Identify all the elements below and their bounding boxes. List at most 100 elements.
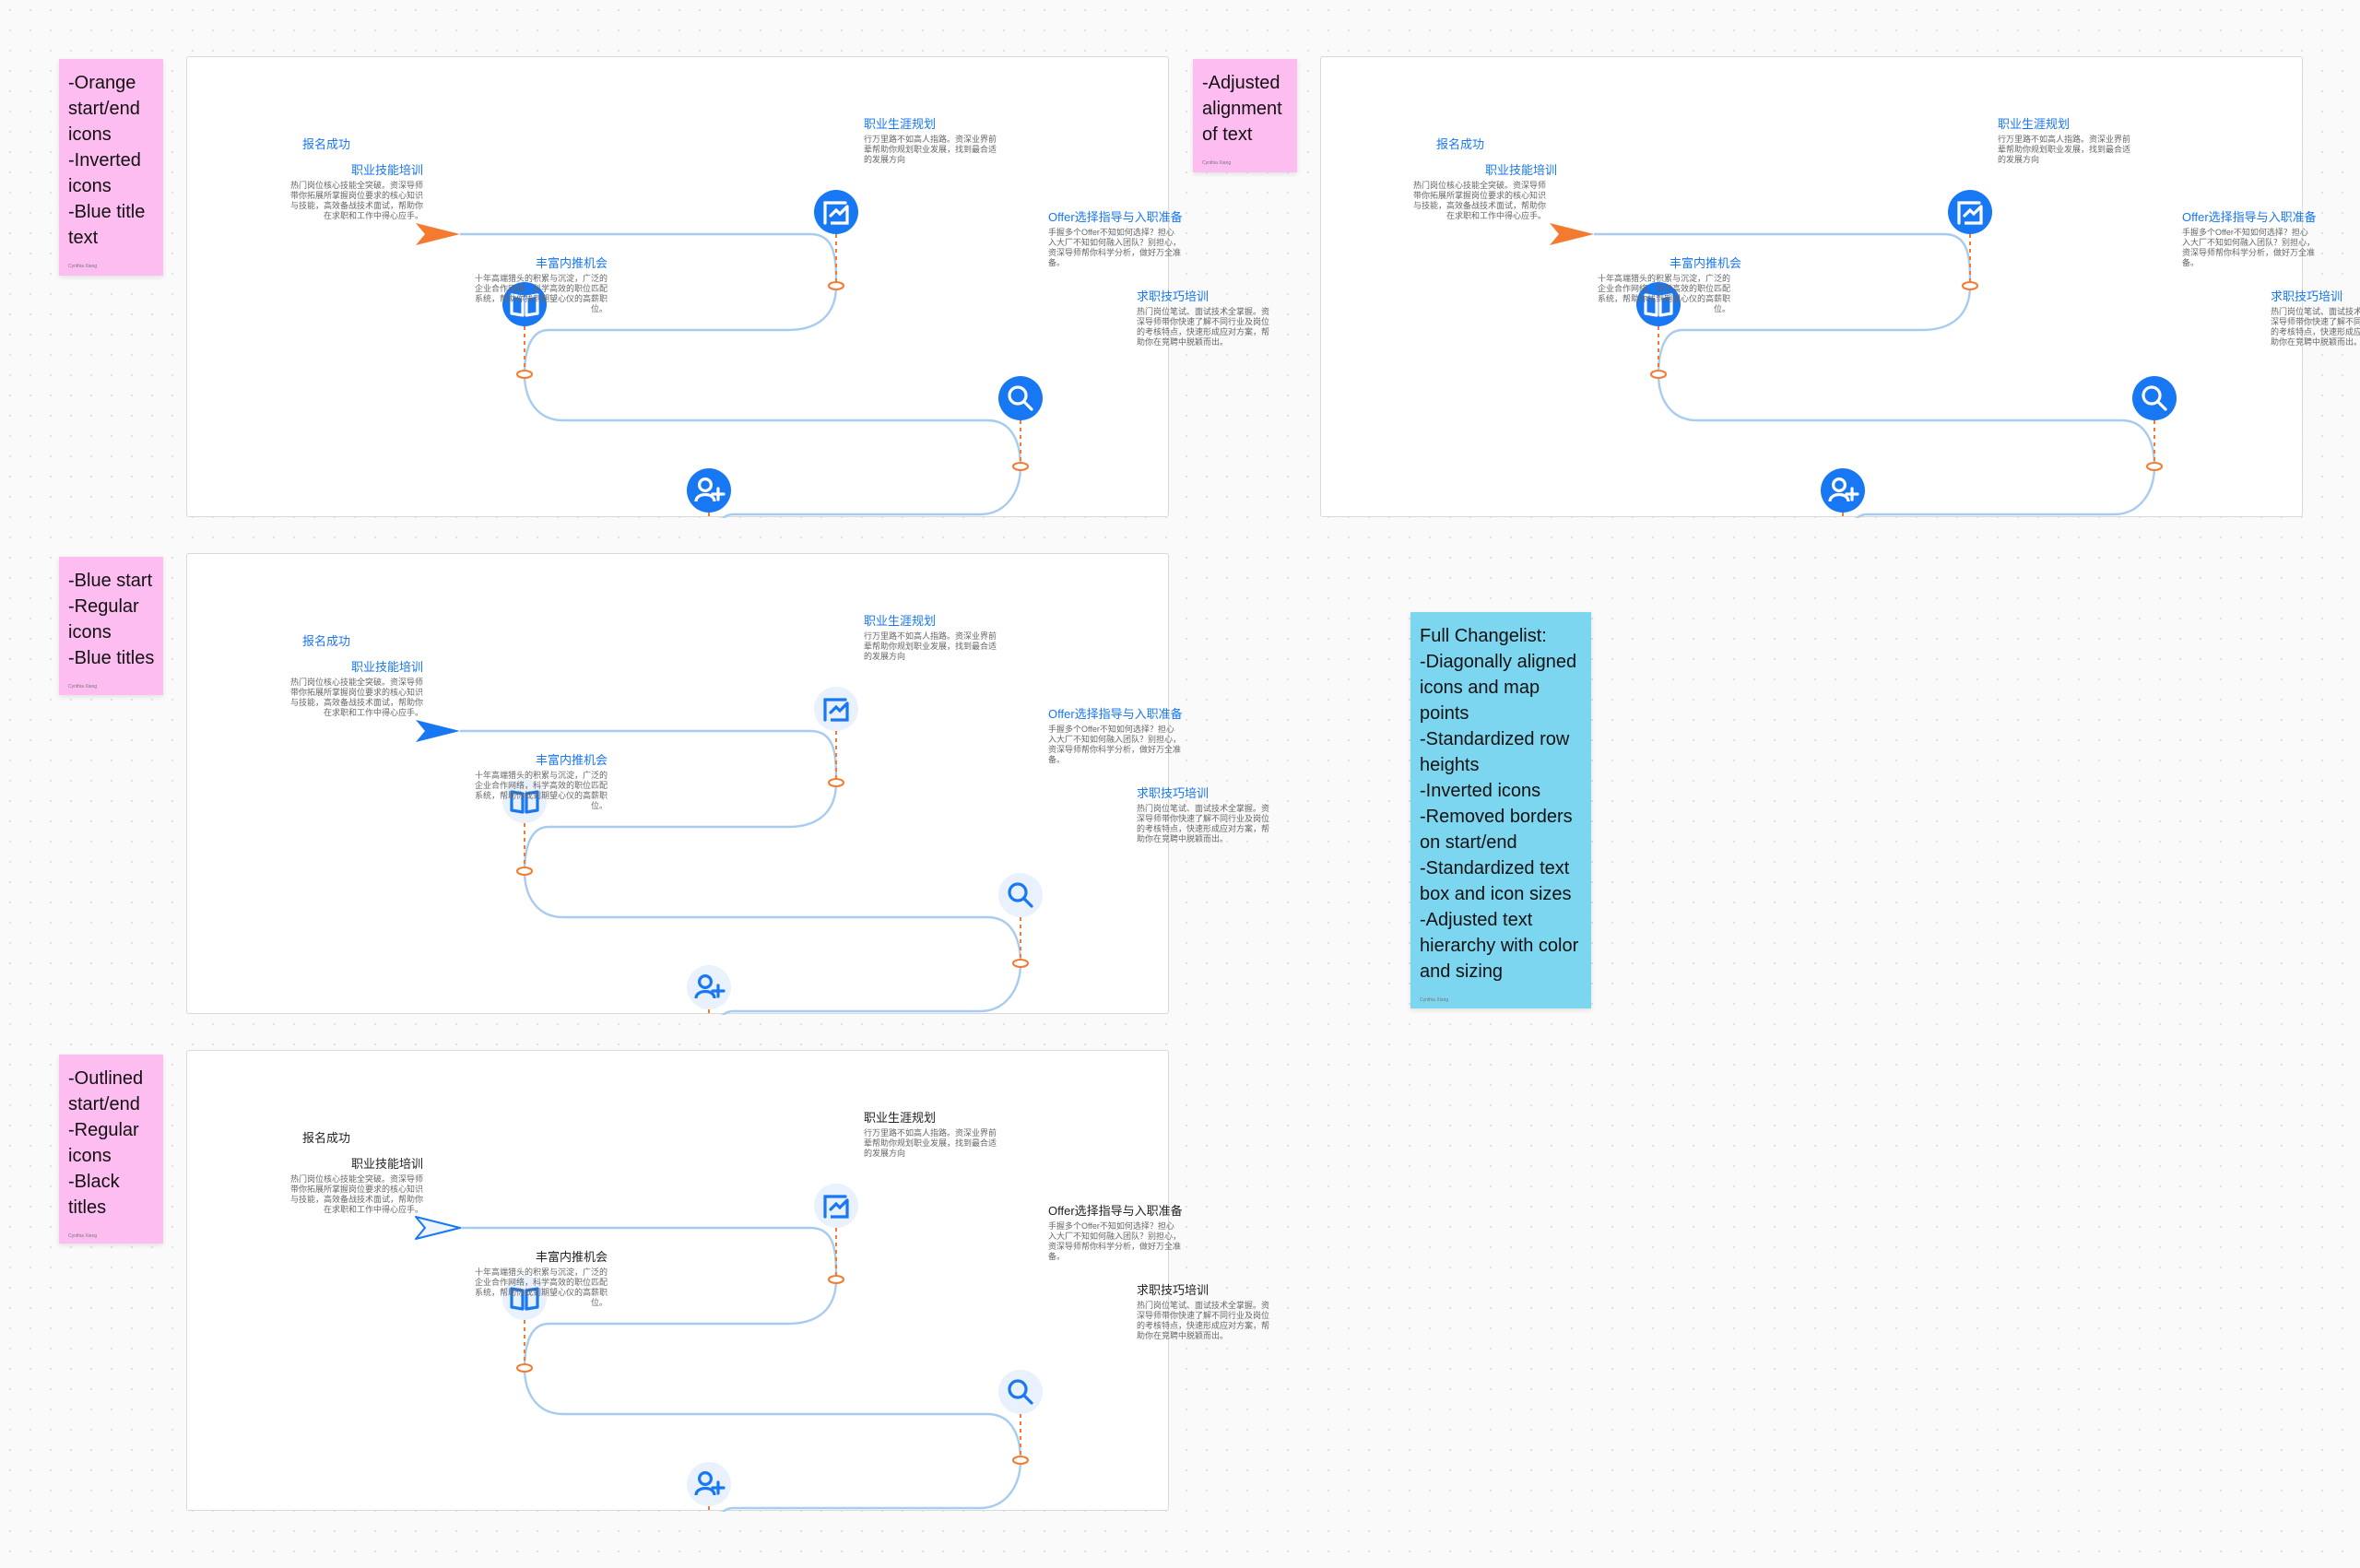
step-description: 热门岗位笔试、面试技术全掌握。资深导师带你快速了解不同行业及岗位的考核特点，快速… [1137, 307, 1270, 347]
step-description: 热门岗位笔试、面试技术全掌握。资深导师带你快速了解不同行业及岗位的考核特点，快速… [2271, 307, 2360, 347]
chart-edit-icon [1948, 190, 1992, 234]
roadmap-path [460, 232, 1022, 518]
roadmap-diagram [416, 687, 1043, 1015]
sticky-note-variant-4[interactable]: -Outlined start/end -Regular icons -Black tit… [59, 1055, 163, 1244]
note-author: Cynthia Xiang [68, 684, 98, 690]
step-title: 职业生涯规划 [864, 117, 937, 131]
search-icon [998, 873, 1043, 917]
note-line: points [1420, 703, 1469, 724]
step-description: 行万里路不如高人指路。资深业界前辈帮助你规划职业发展，找到最合适的发展方向 [864, 135, 997, 164]
step-description: 热门岗位核心技能全突破。资深导师带你拓展所掌握岗位要求的核心知识与技能，高效备战… [289, 678, 423, 717]
add-user-icon [1821, 468, 1865, 513]
note-line: heights [1420, 755, 1480, 775]
note-line: -Outlined [68, 1068, 144, 1089]
note-line: -Regular [68, 596, 139, 617]
roadmap-path [460, 729, 1022, 1015]
note-line: -Inverted icons [1420, 781, 1541, 801]
step-title: 求职技巧培训 [1137, 1283, 1210, 1297]
start-arrow-icon [416, 720, 460, 742]
add-user-icon [687, 1462, 731, 1506]
step-title: 职业技能培训 [350, 163, 423, 177]
step-description: 行万里路不如高人指路。资深业界前辈帮助你规划职业发展，找到最合适的发展方向 [864, 1128, 997, 1158]
note-line: -Blue titles [68, 648, 155, 668]
note-line: alignment [1202, 99, 1282, 119]
step-title: 职业生涯规划 [864, 614, 937, 628]
roadmap-board-variant-4[interactable]: 报名成功 职业生涯规划行万里路不如高人指路。资深业界前辈帮助你规划职业发展，找到最… [186, 1050, 1269, 1512]
step-description: 热门岗位核心技能全突破。资深导师带你拓展所掌握岗位要求的核心知识与技能，高效备战… [289, 181, 423, 220]
step-description: 行万里路不如高人指路。资深业界前辈帮助你规划职业发展，找到最合适的发展方向 [864, 631, 997, 661]
roadmap-diagram [1550, 190, 2177, 518]
search-icon [2132, 376, 2177, 420]
step-title: 职业技能培训 [350, 660, 423, 674]
chart-edit-icon [814, 687, 858, 731]
note-line: -Adjusted text [1420, 910, 1533, 930]
note-line: -Inverted [68, 150, 141, 171]
note-author: Cynthia Xiang [1202, 160, 1232, 166]
note-line: -Diagonally aligned [1420, 652, 1577, 672]
note-author: Cynthia Xiang [1420, 997, 1449, 1003]
note-line: icons [68, 1146, 112, 1166]
step-description: 手握多个Offer不知如何选择？担心入大厂不知如何融入团队？别担心，资深导师帮你… [1048, 725, 1182, 764]
note-line: on start/end [1420, 832, 1517, 853]
chart-edit-icon [814, 1184, 858, 1228]
start-arrow-icon [416, 223, 460, 245]
search-icon [998, 1370, 1043, 1414]
step-description: 手握多个Offer不知如何选择？担心入大厂不知如何融入团队？别担心，资深导师帮你… [1048, 1221, 1182, 1261]
note-line: -Standardized row [1420, 729, 1570, 749]
note-line: hierarchy with color [1420, 936, 1579, 956]
start-arrow-icon [1550, 223, 1594, 245]
step-title: 丰富内推机会 [535, 753, 608, 767]
note-text: -Adjusted alignment of text [1202, 70, 1288, 147]
step-title: 职业生涯规划 [864, 1111, 937, 1125]
step-description: 热门岗位核心技能全突破。资深导师带你拓展所掌握岗位要求的核心知识与技能，高效备战… [289, 1174, 423, 1214]
step-title: 职业技能培训 [350, 1157, 423, 1171]
step-description: 十年高端猎头的积累与沉淀，广泛的企业合作网络，科学高效的职位匹配系统，帮助你找到… [474, 274, 608, 313]
step-title: 职业技能培训 [1484, 163, 1557, 177]
note-line: -Removed borders [1420, 807, 1573, 827]
add-user-icon [687, 468, 731, 513]
step-description: 行万里路不如高人指路。资深业界前辈帮助你规划职业发展，找到最合适的发展方向 [1998, 135, 2131, 164]
roadmap-board-variant-1[interactable]: 报名成功 职业生涯规划行万里路不如高人指路。资深业界前辈帮助你规划职业发展，找到最… [186, 56, 1269, 518]
note-text: -Outlined start/end -Regular icons -Black tit… [68, 1066, 154, 1220]
note-line: -Black [68, 1172, 120, 1192]
step-title: 丰富内推机会 [535, 256, 608, 270]
note-author: Cynthia Xiang [68, 1233, 98, 1239]
note-line: start/end [68, 1094, 140, 1114]
sticky-note-variant-2[interactable]: -Adjusted alignment of text Cynthia Xiang [1193, 59, 1297, 172]
note-line: -Regular [68, 1120, 139, 1140]
step-title: Offer选择指导与入职准备 [1048, 210, 1183, 224]
roadmap-path [460, 1226, 1022, 1512]
step-title: Offer选择指导与入职准备 [1048, 1204, 1183, 1218]
step-title: Offer选择指导与入职准备 [1048, 707, 1183, 721]
step-title: 求职技巧培训 [1137, 786, 1210, 800]
note-line: of text [1202, 124, 1253, 145]
book-icon [502, 282, 547, 326]
step-title: 职业生涯规划 [1998, 117, 2071, 131]
note-line: icons and map [1420, 678, 1540, 698]
step-description: 热门岗位笔试、面试技术全掌握。资深导师带你快速了解不同行业及岗位的考核特点，快速… [1137, 1301, 1270, 1340]
step-title: 丰富内推机会 [535, 1250, 608, 1264]
note-line: titles [68, 1197, 107, 1218]
start-label: 报名成功 [302, 634, 351, 648]
start-label: 报名成功 [302, 1131, 351, 1145]
start-arrow-icon [415, 1216, 461, 1240]
note-line: text [68, 228, 99, 248]
step-description: 手握多个Offer不知如何选择？担心入大厂不知如何融入团队？别担心，资深导师帮你… [1048, 228, 1182, 267]
roadmap-board-variant-2[interactable]: 报名成功职业生涯规划行万里路不如高人指路。资深业界前辈帮助你规划职业发展，找到最… [1320, 56, 2360, 518]
start-label: 报名成功 [302, 137, 351, 151]
note-line: start/end [68, 99, 140, 119]
roadmap-diagram [416, 190, 1043, 518]
note-author: Cynthia Xiang [68, 264, 98, 269]
note-line: and sizing [1420, 961, 1504, 982]
step-description: 十年高端猎头的积累与沉淀，广泛的企业合作网络，科学高效的职位匹配系统，帮助你找到… [474, 771, 608, 810]
roadmap-board-variant-3[interactable]: 报名成功 职业生涯规划行万里路不如高人指路。资深业界前辈帮助你规划职业发展，找到最… [186, 553, 1269, 1015]
step-description: 热门岗位核心技能全突破。资深导师带你拓展所掌握岗位要求的核心知识与技能，高效备战… [1412, 181, 1546, 220]
note-line: -Adjusted [1202, 73, 1280, 93]
book-icon [502, 779, 547, 823]
